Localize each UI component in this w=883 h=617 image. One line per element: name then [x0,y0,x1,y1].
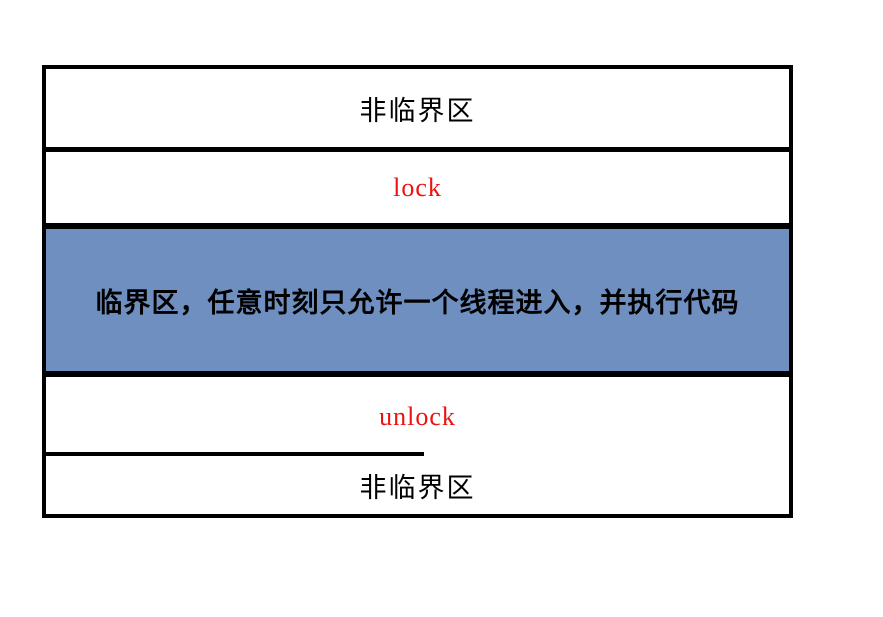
row-label-non-critical-top: 非临界区 [359,95,476,126]
critical-section-flow-table: 非临界区 lock 临界区，任意时刻只允许一个线程进入，并执行代码 unlock… [42,65,793,518]
row-critical-section: 临界区，任意时刻只允许一个线程进入，并执行代码 [46,223,789,377]
row-label-non-critical-bottom: 非临界区 [359,472,476,503]
row-divider-left-segment [46,452,424,457]
row-unlock: unlock [46,377,789,456]
row-label-lock: lock [393,172,442,202]
row-label-unlock: unlock [379,401,456,431]
row-non-critical-section-top: 非临界区 [46,69,789,152]
row-label-critical-section: 临界区，任意时刻只允许一个线程进入，并执行代码 [95,287,740,318]
row-non-critical-section-bottom: 非临界区 [46,456,789,514]
row-lock: lock [46,152,789,223]
